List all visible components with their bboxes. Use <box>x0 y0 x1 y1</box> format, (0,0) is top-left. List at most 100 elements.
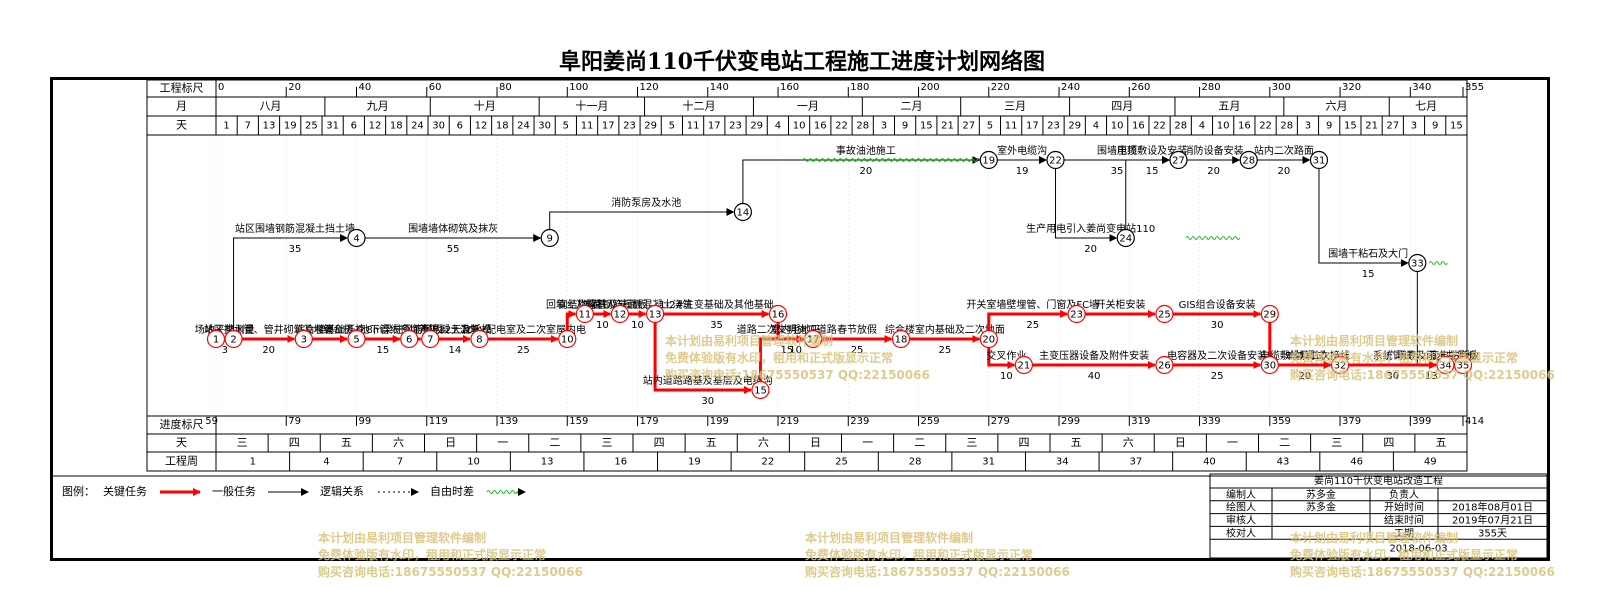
node-label: 30 <box>1263 361 1276 372</box>
weekday-label: 六 <box>758 436 769 449</box>
task-label: 春节放假 <box>837 323 877 336</box>
node-circle <box>421 329 440 349</box>
row-week <box>146 451 1468 472</box>
task-label: 室外电缆沟 <box>997 144 1047 157</box>
day-label: 3 <box>1411 121 1417 132</box>
critical-task-arrow <box>987 310 1069 331</box>
week-label: 49 <box>1424 457 1437 468</box>
scale-tick-label: 0 <box>218 82 224 93</box>
info-cell: 绘图人 <box>1226 501 1256 514</box>
node-label: 33 <box>1411 259 1424 270</box>
day-label: 21 <box>1365 121 1378 132</box>
node-circle <box>891 329 911 349</box>
scale-tick-label: 220 <box>991 82 1010 93</box>
scale-tick-label: 240 <box>1061 82 1080 93</box>
week-label: 16 <box>614 457 627 468</box>
day-label: 16 <box>1238 121 1251 132</box>
day-label: 17 <box>602 121 615 132</box>
day-label: 4 <box>1199 121 1205 132</box>
normal-task-arrow <box>233 234 349 331</box>
day-label: 13 <box>263 121 276 132</box>
node-label: 17 <box>807 335 820 346</box>
watermark-line2: 免费体验版有水印，租用和正式版显示正常 <box>805 548 1034 562</box>
node-circle <box>733 202 753 222</box>
task-duration: 40 <box>1088 371 1101 382</box>
week-label: 34 <box>1056 457 1069 468</box>
day-label: 28 <box>1280 121 1293 132</box>
scale-tick-label: 200 <box>921 82 940 93</box>
scale-tick-label: 160 <box>780 82 799 93</box>
day-label: 15 <box>1450 121 1463 132</box>
progress-tick-label: 59 <box>205 416 218 427</box>
month-label: 十二月 <box>682 99 715 113</box>
day-label: 22 <box>835 121 848 132</box>
weekday-label: 四 <box>1018 436 1029 449</box>
node-circle <box>575 304 594 324</box>
day-label: 3 <box>881 121 887 132</box>
info-cell: 负责人 <box>1389 488 1419 501</box>
info-date: 2018-06-03 <box>1389 544 1447 555</box>
day-label: 23 <box>729 121 742 132</box>
week-label: 46 <box>1350 457 1363 468</box>
progress-tick-label: 139 <box>499 416 518 427</box>
weekday-label: 六 <box>393 436 404 449</box>
task-duration: 14 <box>448 345 461 356</box>
day-label: 25 <box>305 121 318 132</box>
watermark-line2: 免费体验版有水印，租用和正式版显示正常 <box>1290 548 1519 562</box>
progress-tick-label: 359 <box>1272 416 1291 427</box>
task-duration: 15 <box>780 345 793 356</box>
weekday-label: 二 <box>1279 436 1290 449</box>
info-cell: 结束时间 <box>1384 514 1424 527</box>
task-duration: 30 <box>701 396 714 407</box>
watermark-line3: 购买咨询电话:18675550537 QQ:22150066 <box>665 368 930 382</box>
task-duration: 3 <box>222 345 228 356</box>
watermark-line3: 购买咨询电话:18675550537 QQ:22150066 <box>805 565 1070 579</box>
task-label: 开关柜安装 <box>1096 298 1146 311</box>
task-duration: 15 <box>376 345 389 356</box>
progress-tick-label: 279 <box>991 416 1010 427</box>
node-circle <box>1155 355 1174 375</box>
month-label: 十一月 <box>575 99 608 113</box>
task-label: 事故油池施工 <box>836 144 896 157</box>
day-label: 10 <box>1217 121 1230 132</box>
node-circle <box>294 329 313 349</box>
task-label: 消防设备安装 <box>1184 144 1244 157</box>
day-label: 17 <box>1026 121 1039 132</box>
task-label: 围墙压顶 <box>1097 144 1137 157</box>
day-label: 5 <box>987 121 993 132</box>
watermark-line2: 免费体验版有水印，租用和正式版显示正常 <box>1290 351 1519 365</box>
node-circle <box>540 228 559 248</box>
weekday-label: 三 <box>1331 436 1342 449</box>
normal-task-arrow <box>1055 168 1118 242</box>
watermark-line2: 免费体验版有水印，租用和正式版显示正常 <box>318 548 547 562</box>
day-label: 12 <box>369 121 382 132</box>
day-label: 29 <box>644 121 657 132</box>
month-label: 七月 <box>1415 100 1437 113</box>
task-label: 主变压器设备及附件安装 <box>1039 349 1149 362</box>
node-label: 27 <box>1172 156 1185 167</box>
node-label: 12 <box>614 310 627 321</box>
node-circle <box>470 329 489 349</box>
day-label: 16 <box>1132 121 1145 132</box>
info-cell: 工期 <box>1394 527 1414 539</box>
month-label: 五月 <box>1218 100 1240 113</box>
scale-tick-label: 140 <box>710 82 729 93</box>
node-circle <box>979 329 998 349</box>
watermark-bottom-right: 本计划由易利项目管理软件编制 免费体验版有水印，租用和正式版显示正常 购买咨询电… <box>1290 530 1555 581</box>
watermark-line3: 购买咨询电话:18675550537 QQ:22150066 <box>318 565 583 579</box>
week-label: 1 <box>250 457 256 468</box>
day-label: 19 <box>284 121 297 132</box>
node-label: 16 <box>772 310 785 321</box>
node-label: 21 <box>1018 361 1031 372</box>
day-label: 21 <box>941 121 954 132</box>
weekday-label: 二 <box>549 436 560 449</box>
progress-tick-label: 99 <box>359 416 372 427</box>
day-label: 29 <box>1068 121 1081 132</box>
node-circle <box>1239 150 1258 170</box>
progress-tick-label: 159 <box>569 416 588 427</box>
week-label: 40 <box>1203 457 1216 468</box>
normal-task-arrow <box>742 156 981 204</box>
task-duration: 10 <box>596 320 609 331</box>
info-cell: 苏多金 <box>1306 488 1336 501</box>
day-label: 7 <box>245 121 251 132</box>
